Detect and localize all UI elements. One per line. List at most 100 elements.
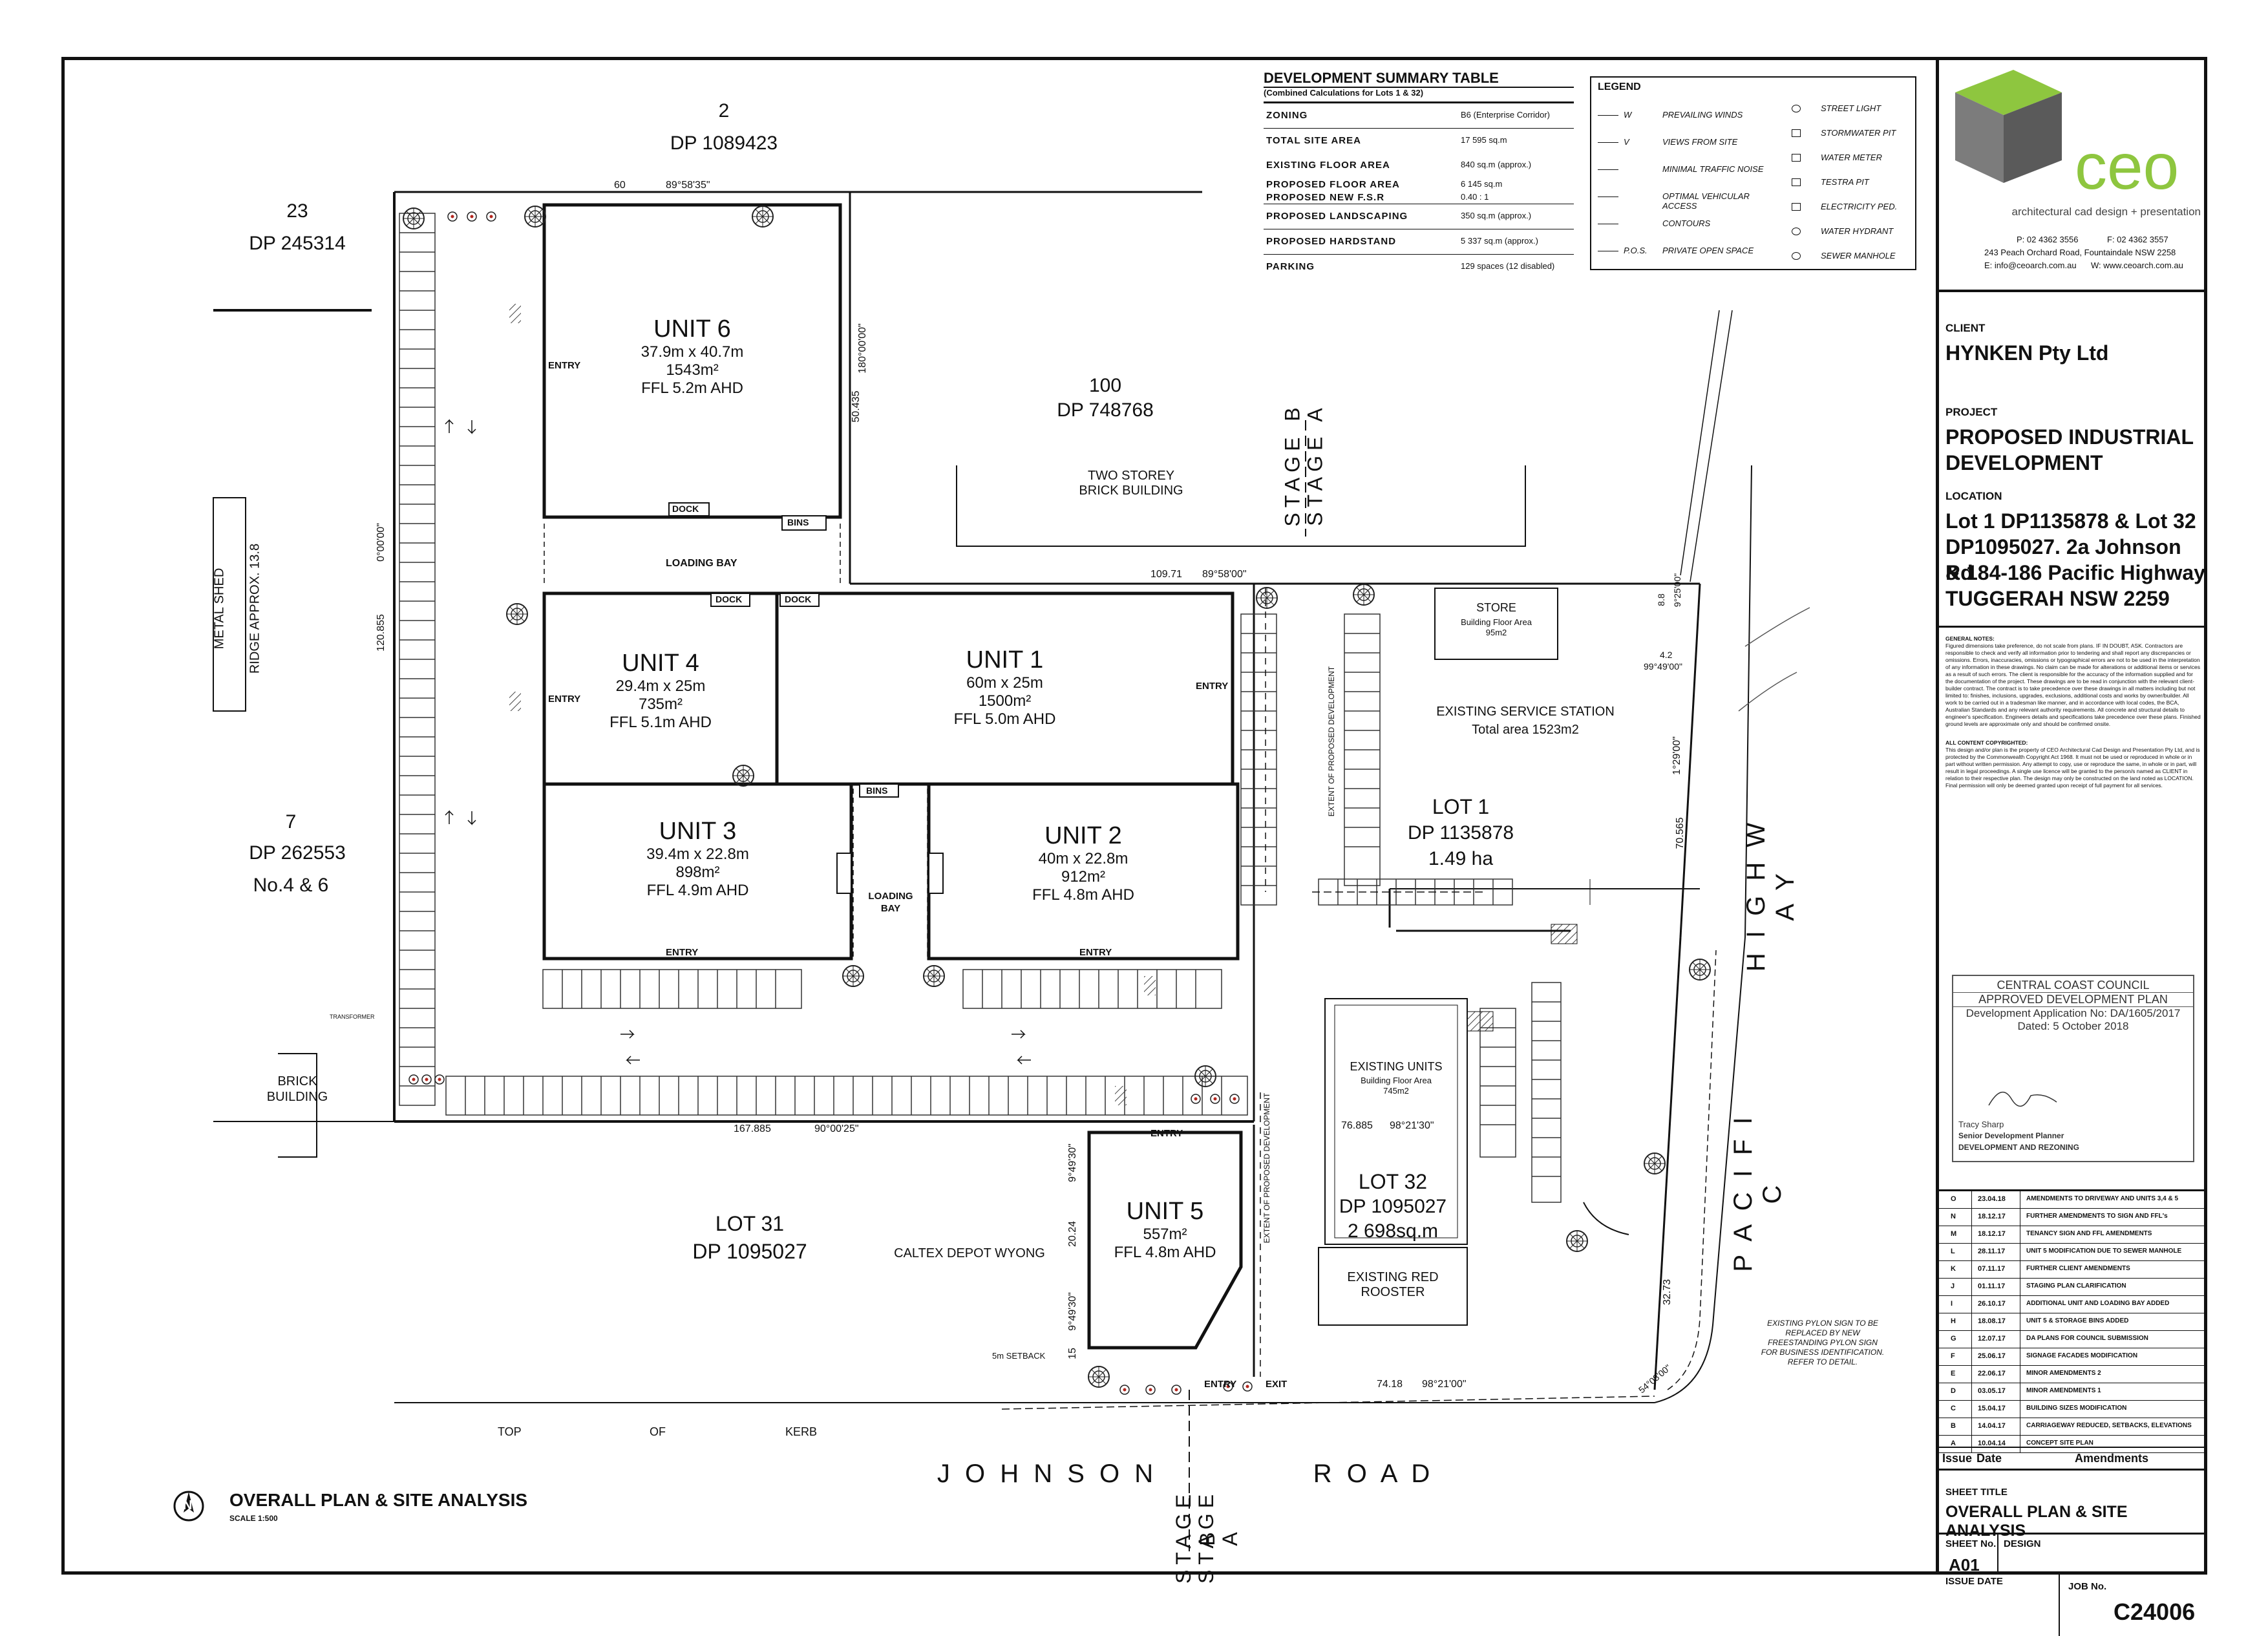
unit-area: 898m² <box>675 864 720 881</box>
amendment-divider <box>1971 1366 1972 1383</box>
dimension: 32.73 <box>1662 1279 1673 1306</box>
dp-number: DP 748768 <box>1057 399 1154 421</box>
signatory-name: Tracy Sharp <box>1958 1120 2004 1129</box>
loading-bay-label: LOADING <box>868 891 913 902</box>
amendment-divider <box>1971 1383 1972 1400</box>
bins-label: BINS <box>866 785 888 796</box>
metal-shed-label: METAL SHED <box>212 568 227 650</box>
amendment-divider <box>1971 1418 1972 1435</box>
company-tagline: architectural cad design + presentation <box>2011 206 2201 218</box>
unit-ffl: FFL 4.8m AHD <box>1032 886 1134 904</box>
job-no: C24006 <box>2114 1599 2196 1625</box>
legend-line-icon <box>1598 115 1618 116</box>
legend-item: STREET LIGHT <box>1792 102 1914 127</box>
summary-label: PARKING <box>1266 261 1315 272</box>
boundary-line <box>1679 583 1701 938</box>
entry-label: ENTRY <box>548 360 581 371</box>
dimension: 76.885 <box>1341 1120 1373 1131</box>
summary-label: PROPOSED HARDSTAND <box>1266 236 1397 247</box>
stamp-line: Development Application No: DA/1605/2017 <box>1966 1007 2181 1019</box>
legend-line-icon <box>1598 169 1618 170</box>
amendment-desc: FURTHER AMENDMENTS TO SIGN AND FFL's <box>2026 1213 2168 1220</box>
summary-value: 129 spaces (12 disabled) <box>1461 261 1555 271</box>
location-line: Lot 1 DP1135878 & Lot 32 <box>1945 509 2196 533</box>
unit-ffl: FFL 5.2m AHD <box>641 379 743 397</box>
legend-label: MINIMAL TRAFFIC NOISE <box>1662 164 1764 174</box>
amendment-desc: UNIT 5 MODIFICATION DUE TO SEWER MANHOLE <box>2026 1248 2182 1255</box>
unit-3-label: UNIT 3 39.4m x 22.8m 898m² FFL 4.9m AHD <box>544 818 851 900</box>
legend-symbol-icon <box>1792 105 1801 112</box>
unit-dims: 39.4m x 22.8m <box>646 845 749 863</box>
pylon-note: EXISTING PYLON SIGN TO BE REPLACED BY NE… <box>1745 1319 1900 1367</box>
dimension: 70.565 <box>1675 817 1686 849</box>
dp-number: DP 1095027 <box>1339 1196 1447 1217</box>
summary-row: PROPOSED HARDSTAND 5 337 sq.m (approx.) <box>1264 229 1574 254</box>
legend-line-icon <box>1598 142 1618 143</box>
sheet-title: OVERALL PLAN & SITE ANALYSIS <box>1945 1503 2128 1540</box>
general-notes: GENERAL NOTES: Figured dimensions take p… <box>1945 635 2201 789</box>
amendment-divider <box>1971 1191 1972 1208</box>
bins-label: BINS <box>787 517 809 527</box>
location-line: TUGGERAH NSW 2259 <box>1945 587 2170 610</box>
bearing: 9°25'00" <box>1672 573 1682 608</box>
divider <box>1939 1469 2207 1535</box>
entry-label: ENTRY <box>666 947 699 958</box>
company-fax: F: 02 4362 3557 <box>2107 235 2168 244</box>
metal-shed <box>213 497 246 712</box>
amendment-date: 01.11.17 <box>1978 1282 2006 1290</box>
amendment-desc: CARRIAGEWAY REDUCED, SETBACKS, ELEVATION… <box>2026 1422 2192 1429</box>
company-email: E: info@ceoarch.com.au <box>1984 260 2077 270</box>
company-web: W: www.ceoarch.com.au <box>2091 260 2183 270</box>
legend-label: TESTRA PIT <box>1821 177 1869 187</box>
summary-value: 350 sq.m (approx.) <box>1461 211 1532 220</box>
summary-value: B6 (Enterprise Corridor) <box>1461 110 1550 120</box>
lot-number: LOT 31 <box>715 1212 785 1235</box>
amendment-desc: UNIT 5 & STORAGE BINS ADDED <box>2026 1317 2129 1324</box>
bearing: 9°49'30" <box>1067 1292 1078 1331</box>
amendment-divider <box>1971 1401 1972 1418</box>
dimension: 4.2 <box>1660 650 1673 660</box>
unit-ffl: FFL 4.8m AHD <box>1114 1244 1216 1261</box>
unit-dims: 60m x 25m <box>966 674 1043 692</box>
amendment-issue: L <box>1951 1248 1955 1255</box>
amendment-divider <box>1971 1244 1972 1260</box>
amendment-divider <box>1971 1279 1972 1295</box>
company-address: 243 Peach Orchard Road, Fountaindale NSW… <box>1984 248 2176 257</box>
transformer-label: TRANSFORMER <box>330 1014 375 1020</box>
amendment-desc: DA PLANS FOR COUNCIL SUBMISSION <box>2026 1335 2148 1342</box>
legend-symbol-icon <box>1792 154 1801 162</box>
amendment-issue: E <box>1951 1370 1956 1377</box>
existing-units-inner <box>1334 1004 1458 1238</box>
amendment-issue: M <box>1951 1230 1957 1238</box>
summary-value: 5 337 sq.m (approx.) <box>1461 236 1538 246</box>
bearing: 89°58'35" <box>666 180 710 191</box>
kerb-line <box>1583 1202 1629 1235</box>
divider <box>1997 1533 1998 1571</box>
project-line: DEVELOPMENT <box>1945 451 2103 474</box>
bins-unit-3 <box>859 783 899 798</box>
amendment-issue: A <box>1951 1439 1956 1447</box>
legend-symbol-icon <box>1792 252 1801 260</box>
unit-1-label: UNIT 1 60m x 25m 1500m² FFL 5.0m AHD <box>777 646 1233 728</box>
unit-5-label: UNIT 5 557m² FFL 4.8m AHD <box>1089 1198 1241 1262</box>
amendment-date: 25.06.17 <box>1978 1352 2006 1360</box>
divider <box>1939 1571 2207 1573</box>
project-label: PROJECT <box>1945 406 1998 418</box>
amendment-desc: FURTHER CLIENT AMENDMENTS <box>2026 1265 2130 1272</box>
amendment-desc: STAGING PLAN CLARIFICATION <box>2026 1282 2126 1290</box>
job-no-label: JOB No. <box>2068 1581 2107 1592</box>
note-line: REFER TO DETAIL. <box>1787 1357 1858 1366</box>
client-label: CLIENT <box>1945 322 1986 334</box>
extent-label: EXTENT OF PROPOSED DEVELOPMENT <box>1327 666 1336 817</box>
issue-date-label: ISSUE DATE <box>1945 1576 2003 1587</box>
amendment-divider <box>1971 1209 1972 1226</box>
amendment-issue: J <box>1951 1282 1955 1290</box>
lot-number: LOT 32 <box>1358 1170 1428 1193</box>
summary-subtitle: (Combined Calculations for Lots 1 & 32) <box>1264 88 1574 103</box>
